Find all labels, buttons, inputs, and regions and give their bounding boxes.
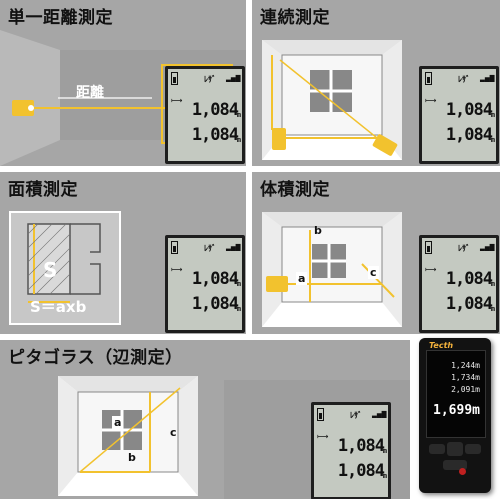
pythagoras-b-label: b: [128, 451, 136, 464]
lcd-reading-1: 1,084: [337, 436, 385, 456]
device-brand: Tecth: [429, 341, 454, 350]
volume-formula: V＝axbxc: [296, 308, 372, 326]
volume-b-label: b: [314, 224, 322, 237]
signal-icon: ▂▄▆: [480, 73, 495, 82]
lcd-reading-1: 1,084: [445, 269, 493, 289]
lcd-display: ﾚｻﾞ ▂▄▆ ⟼ 1,084 m 1,084 m: [165, 235, 245, 333]
reference-arrow-icon: ⟼: [171, 96, 183, 105]
device-button-left[interactable]: [429, 444, 445, 454]
signal-icon: ▂▄▆: [372, 409, 387, 418]
panel-area: 面積測定 S S＝axb ﾚｻﾞ ▂▄▆ ⟼ 1,084 m 1,084 m: [0, 172, 246, 334]
lcd-unit: m: [236, 111, 241, 119]
laser-indicator: ﾚｻﾞ: [204, 75, 216, 84]
lcd-unit: m: [490, 280, 495, 288]
laser-meter-icon: [272, 128, 286, 150]
lcd-unit: m: [236, 280, 241, 288]
panel-title: ピタゴラス（辺測定）: [8, 348, 183, 368]
lcd-unit: m: [236, 136, 241, 144]
pythagoras-c-label: c: [170, 426, 177, 439]
lcd-unit: m: [490, 305, 495, 313]
reference-arrow-icon: ⟼: [171, 265, 183, 274]
volume-a-label: a: [296, 272, 308, 285]
laser-indicator: ﾚｻﾞ: [204, 244, 216, 253]
volume-c-label: c: [368, 266, 379, 279]
distance-label: 距離: [76, 85, 104, 101]
battery-icon: [425, 72, 432, 85]
lcd-unit: m: [490, 111, 495, 119]
panel-pythagoras: ピタゴラス（辺測定） a b c C²＝a²- b² ﾚｻﾞ ▂▄▆ ⟼ 1,0…: [0, 340, 410, 499]
laser-meter-device: Tecth 1,244m 1,734m 2,091m 1,699m: [419, 338, 491, 493]
signal-icon: ▂▄▆: [226, 242, 241, 251]
lcd-reading-2: 1,084: [337, 461, 385, 481]
floorplan-scene: [9, 211, 121, 325]
laser-meter-icon: [266, 276, 288, 292]
pythagoras-formula: C²＝a²- b²: [80, 479, 153, 495]
lcd-unit: m: [490, 136, 495, 144]
device-line-1: 1,244m: [451, 361, 480, 370]
area-s-label: S: [43, 258, 58, 282]
device-line-2: 1,734m: [451, 373, 480, 382]
battery-icon: [425, 241, 432, 254]
room-scene: [262, 40, 402, 160]
device-button-bottom[interactable]: [443, 460, 467, 470]
battery-icon: [317, 408, 324, 421]
lcd-display: ﾚｻﾞ ▂▄▆ ⟼ 1,084 m 1,084 m: [419, 235, 499, 333]
lcd-reading-1: 1,084: [191, 269, 239, 289]
laser-indicator: ﾚｻﾞ: [350, 411, 362, 420]
panel-title: 単一距離測定: [8, 8, 113, 28]
signal-icon: ▂▄▆: [226, 73, 241, 82]
panel-continuous: 連続測定 Min.Max. ﾚｻﾞ ▂▄▆ ⟼ 1,084 m 1,084 m: [252, 0, 500, 166]
panel-title: 体積測定: [260, 180, 330, 200]
device-power-indicator: [459, 468, 466, 475]
device-screen: 1,244m 1,734m 2,091m 1,699m: [426, 350, 486, 438]
panel-volume: 体積測定 a b c V＝axbxc ﾚｻﾞ ▂▄▆ ⟼ 1,084 m 1,0…: [252, 172, 500, 334]
lcd-display: ﾚｻﾞ ▂▄▆ ⟼ 1,084 m 1,084 m: [419, 66, 499, 164]
panel-single-distance: 単一距離測定 距離 ﾚｻﾞ ▂▄▆ ⟼ 1,084 m 1,084 m: [0, 0, 246, 166]
reference-arrow-icon: ⟼: [425, 96, 437, 105]
reference-arrow-icon: ⟼: [425, 265, 437, 274]
lcd-unit: m: [382, 447, 387, 455]
lcd-display: ﾚｻﾞ ▂▄▆ ⟼ 1,084 m 1,084 m: [165, 66, 245, 164]
minmax-label: Min.Max.: [300, 138, 367, 153]
device-button-right[interactable]: [465, 444, 481, 454]
laser-meter-icon: [12, 100, 34, 116]
battery-icon: [171, 241, 178, 254]
pythagoras-a-label: a: [112, 416, 124, 429]
area-formula: S＝axb: [30, 298, 87, 316]
panel-title: 連続測定: [260, 8, 330, 28]
reference-arrow-icon: ⟼: [317, 432, 329, 441]
laser-indicator: ﾚｻﾞ: [458, 75, 470, 84]
device-button-center[interactable]: [447, 442, 463, 456]
lcd-reading-2: 1,084: [191, 294, 239, 314]
lcd-reading-1: 1,084: [191, 100, 239, 120]
lcd-display: ﾚｻﾞ ▂▄▆ ⟼ 1,084 m 1,084 m: [311, 402, 391, 499]
lcd-reading-2: 1,084: [445, 125, 493, 145]
device-main-reading: 1,699m: [433, 403, 480, 418]
lcd-unit: m: [382, 472, 387, 480]
battery-icon: [171, 72, 178, 85]
volume-room-scene: [262, 212, 402, 327]
signal-icon: ▂▄▆: [480, 242, 495, 251]
lcd-reading-2: 1,084: [445, 294, 493, 314]
lcd-reading-2: 1,084: [191, 125, 239, 145]
lcd-unit: m: [236, 305, 241, 313]
panel-title: 面積測定: [8, 180, 78, 200]
laser-indicator: ﾚｻﾞ: [458, 244, 470, 253]
device-line-3: 2,091m: [451, 385, 480, 394]
lcd-reading-1: 1,084: [445, 100, 493, 120]
